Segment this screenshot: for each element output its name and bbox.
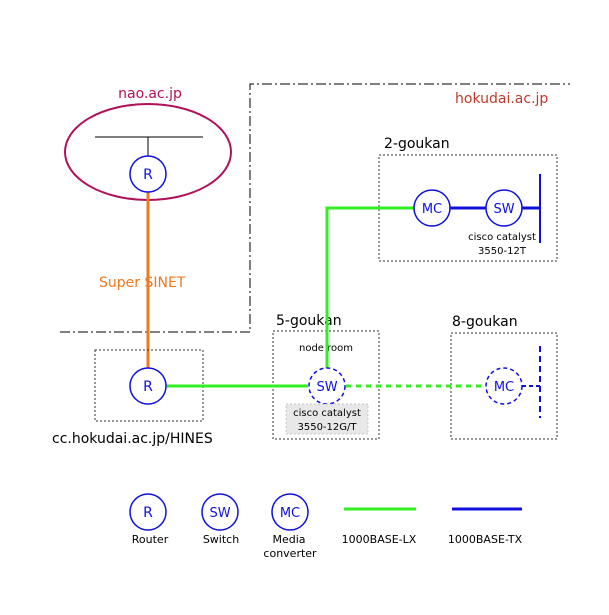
router-cc-label: R	[143, 379, 153, 395]
switch-building-2-label: SW	[493, 202, 514, 217]
media-converter-building-2-label: MC	[422, 202, 442, 217]
switch-building-2: SW	[485, 189, 523, 227]
cc-box	[94, 349, 204, 422]
nao-label: nao.ac.jp	[118, 86, 182, 102]
media-converter-building-8-label: MC	[494, 380, 514, 395]
legend-lx-label: 1000BASE-LX	[342, 533, 417, 546]
router-cc: R	[129, 367, 167, 405]
building-5-label: 5-goukan	[276, 313, 342, 329]
legend-switch-glyph: SW	[209, 506, 230, 521]
switch-building-5: SW	[308, 367, 346, 405]
legend-tx-label: 1000BASE-TX	[448, 533, 523, 546]
switch-model-2-line1: cisco catalyst	[468, 232, 536, 243]
legend: R Router SW Switch MC Media converter 10…	[129, 493, 523, 560]
media-converter-building-8: MC	[485, 367, 523, 405]
switch-model-5-line2: 3550-12G/T	[297, 422, 357, 433]
building-8-label: 8-goukan	[452, 314, 518, 330]
legend-switch-symbol: SW	[201, 493, 239, 531]
media-converter-building-2: MC	[413, 189, 451, 227]
legend-mc-label-line2: converter	[263, 547, 317, 560]
building-8-box	[450, 332, 558, 440]
hokudai-boundary	[60, 83, 570, 333]
legend-mc-glyph: MC	[280, 506, 300, 521]
legend-router-label: Router	[132, 533, 169, 546]
router-nao: R	[129, 155, 167, 193]
legend-mc-label-line1: Media	[272, 533, 305, 546]
switch-model-2-line2: 3550-12T	[478, 246, 527, 257]
hokudai-label: hokudai.ac.jp	[455, 91, 548, 107]
lx-link-5-to-2	[325, 206, 414, 368]
supersinet-label: Super SINET	[99, 275, 186, 291]
router-nao-label: R	[143, 167, 153, 183]
legend-switch-label: Switch	[203, 533, 239, 546]
building-2-label: 2-goukan	[384, 136, 450, 152]
legend-router-glyph: R	[143, 505, 153, 521]
switch-model-5-bg	[285, 403, 369, 435]
switch-building-5-label: SW	[316, 380, 337, 395]
legend-mc-symbol: MC	[271, 493, 309, 531]
legend-router-symbol: R	[129, 493, 167, 531]
switch-model-5-line1: cisco catalyst	[293, 408, 361, 419]
cc-label: cc.hokudai.ac.jp/HINES	[52, 431, 213, 447]
building-2-box	[378, 154, 558, 262]
